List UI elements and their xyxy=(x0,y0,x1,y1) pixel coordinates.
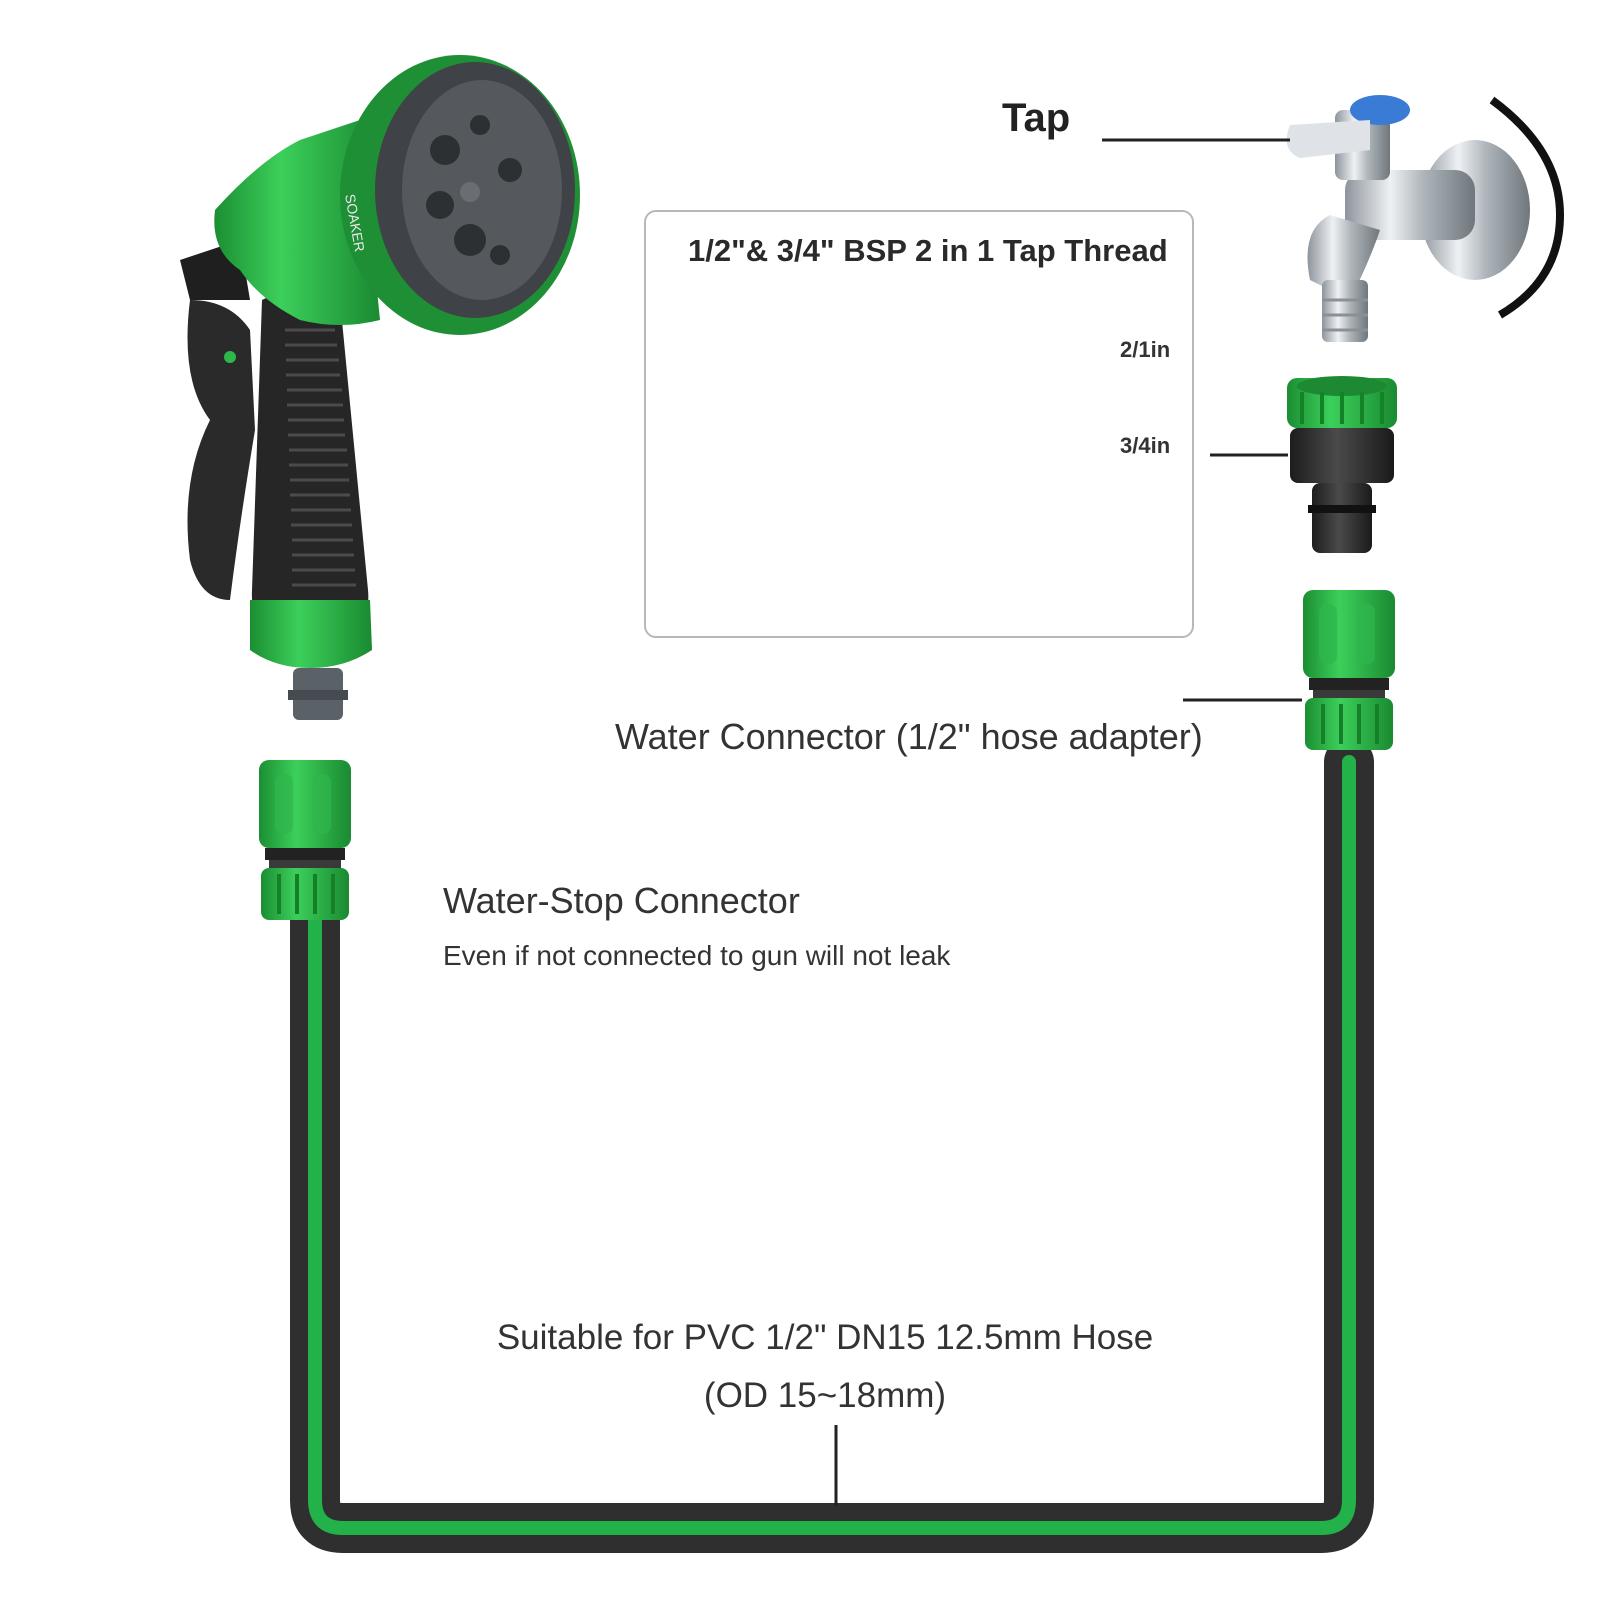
hose-spec-line-1: Suitable for PVC 1/2" DN15 12.5mm Hose xyxy=(496,1318,1154,1357)
water-stop-subtitle: Even if not connected to gun will not le… xyxy=(443,940,951,971)
panel-title: 1/2"& 3/4" BSP 2 in 1 Tap Thread xyxy=(688,233,1168,268)
water-connector-label: Water Connector (1/2" hose adapter) xyxy=(615,716,1203,757)
garden-hose-icon xyxy=(290,737,1374,1553)
tap-label: Tap xyxy=(1002,96,1071,140)
tap-adapter-icon xyxy=(1287,376,1397,553)
tap-thread-panel xyxy=(644,210,1194,638)
spray-nozzle-icon: SOAKER xyxy=(180,55,580,720)
size-half-label: 2/1in xyxy=(1120,337,1171,362)
tap-icon xyxy=(1286,95,1565,342)
hose-spec-line-2: (OD 15~18mm) xyxy=(703,1376,947,1415)
quick-connector-icon xyxy=(1301,588,1397,752)
water-stop-title: Water-Stop Connector xyxy=(443,880,800,921)
water-stop-connector-icon xyxy=(257,758,353,922)
size-three-quarter-label: 3/4in xyxy=(1120,433,1171,458)
